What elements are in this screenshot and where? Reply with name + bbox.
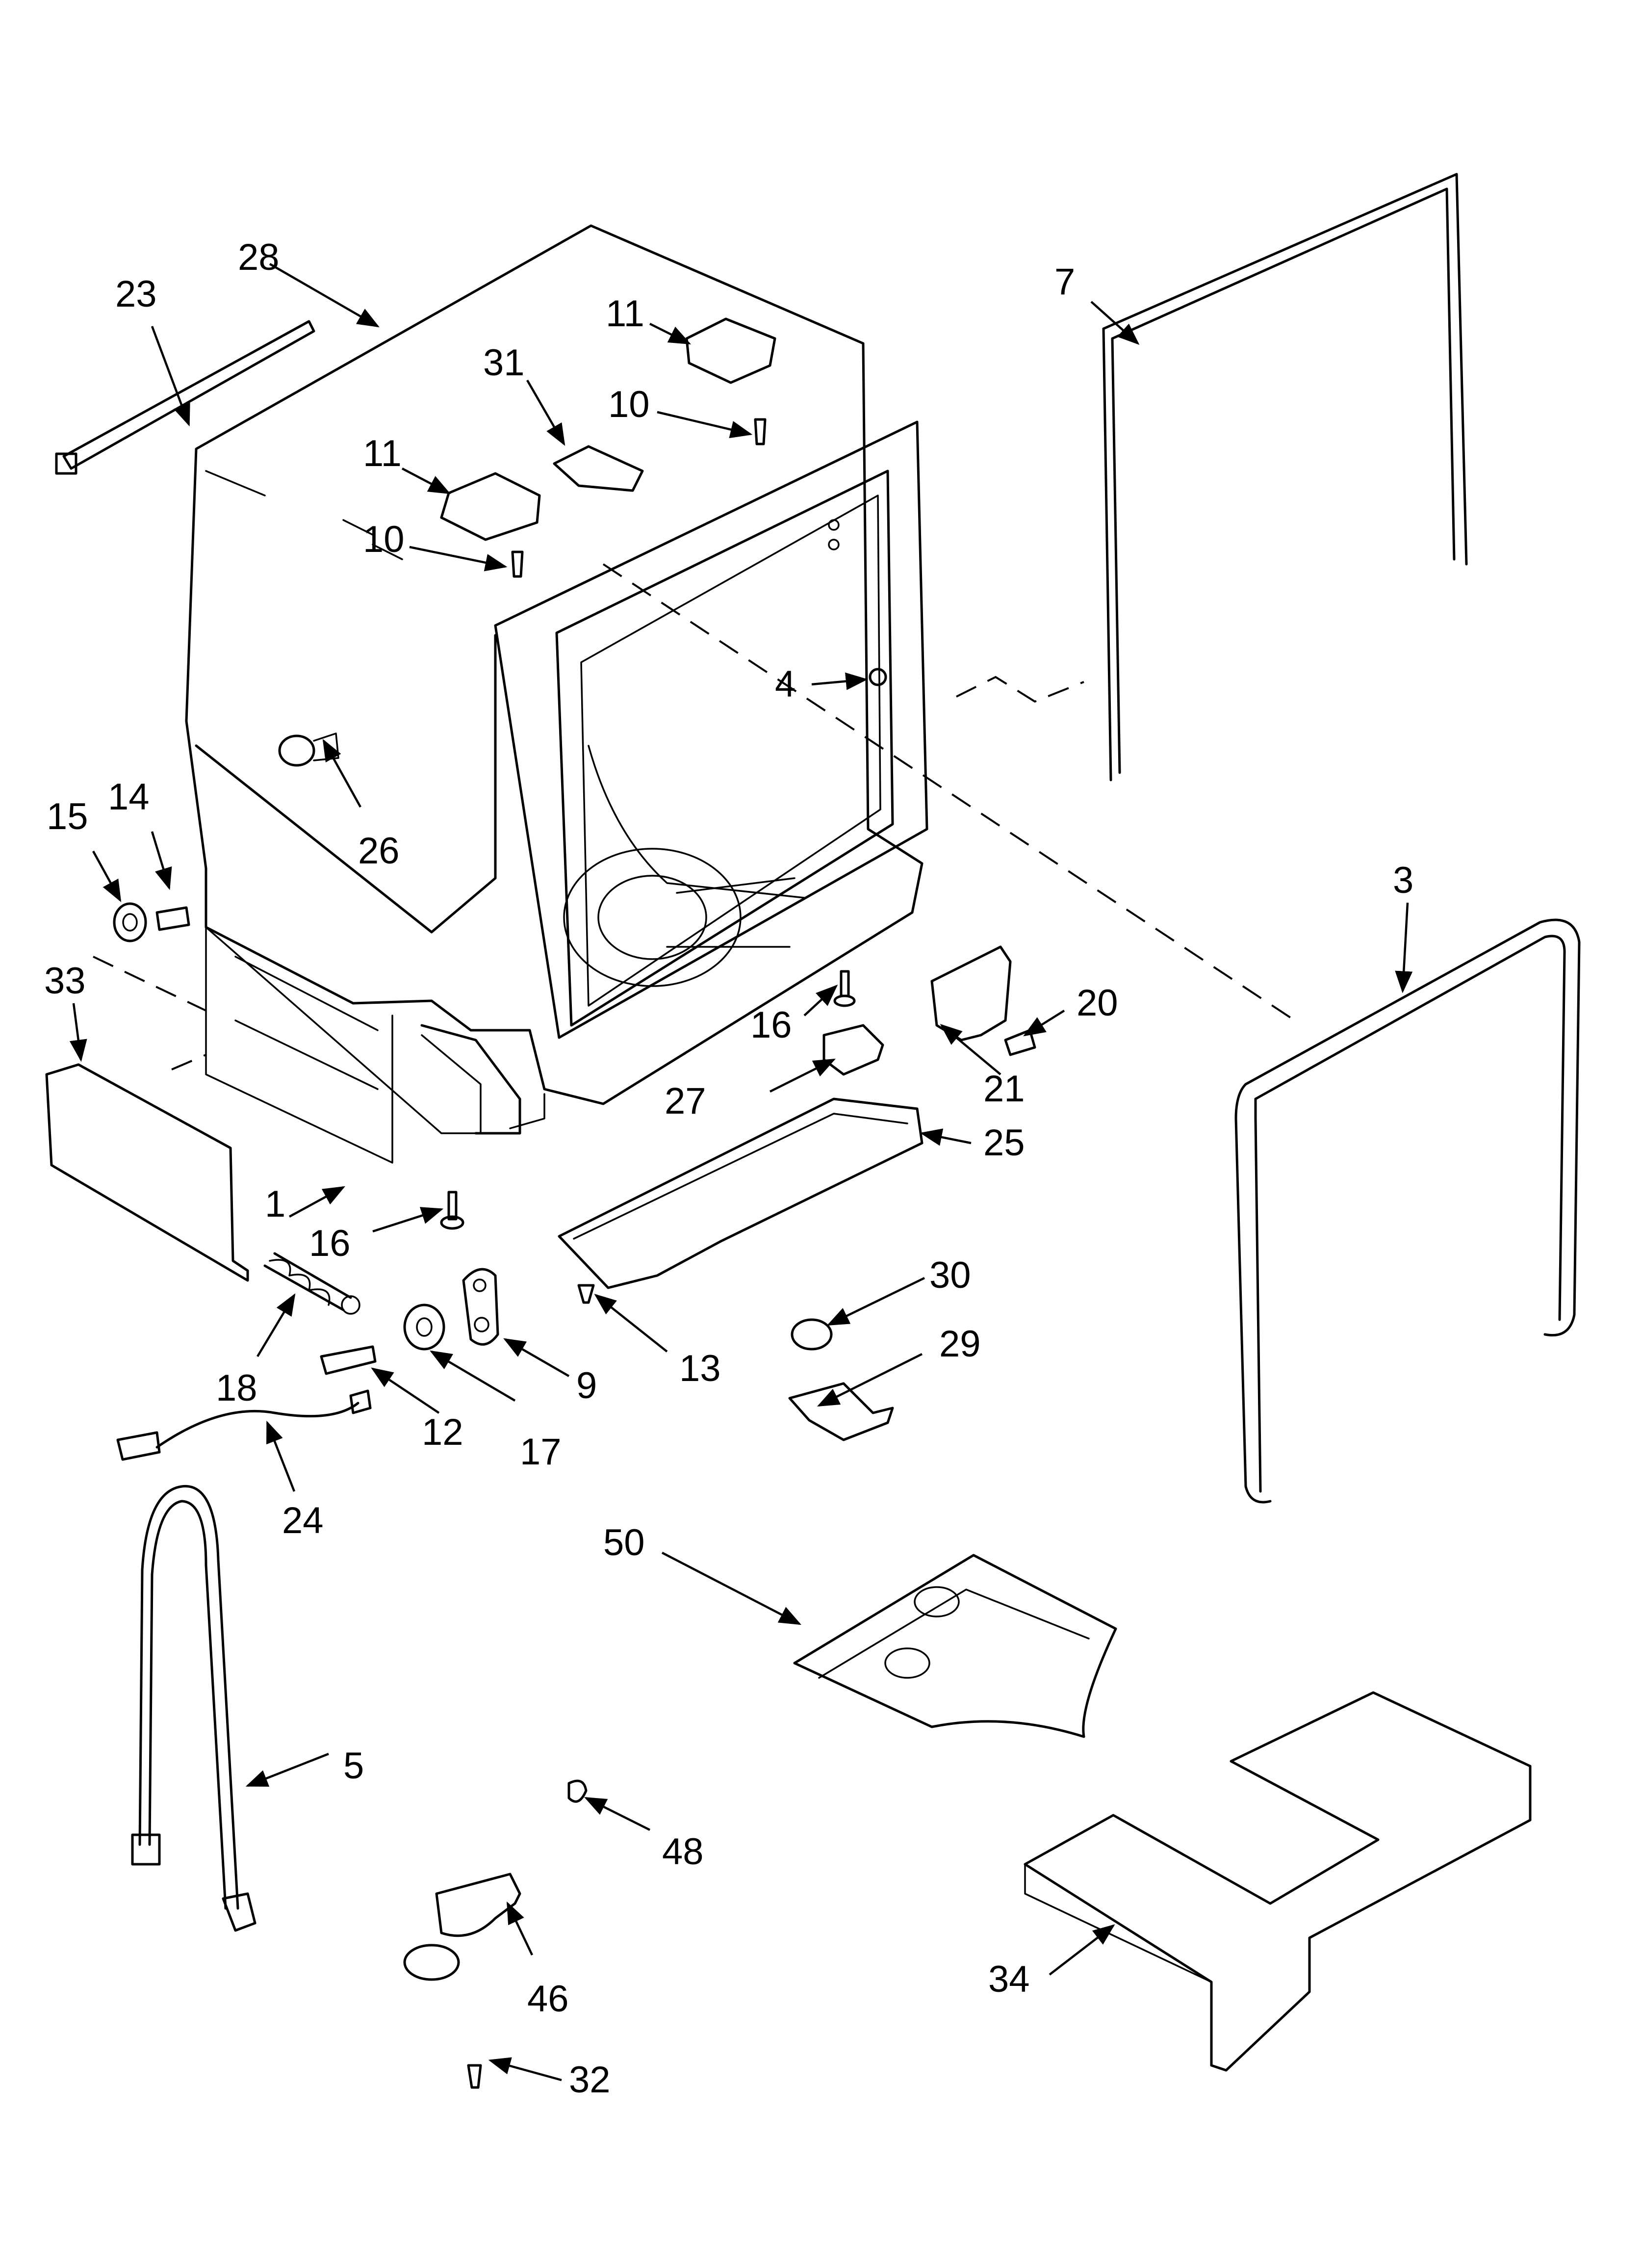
callout-13: 13 [679,1348,721,1389]
screw-20 [1004,1029,1036,1056]
callout-23: 23 [115,273,157,315]
tub-gasket-3 [1234,918,1581,1504]
frame-1 [205,921,393,1164]
callout-9: 9 [576,1365,597,1407]
bracket-9 [462,1268,499,1346]
callout-21: 21 [983,1068,1025,1110]
alignment-lines [93,563,1296,1070]
callout-26: 26 [358,830,400,872]
callout-31: 31 [483,342,525,384]
door-gasket-7 [1102,173,1468,782]
callout-16: 16 [309,1223,351,1264]
callout-34: 34 [988,1958,1030,2000]
screw-12 [320,1345,377,1375]
callout-50: 50 [603,1522,645,1564]
callout-29: 29 [939,1323,981,1365]
callout-18: 18 [216,1367,257,1409]
screw-10b [754,418,767,445]
callout-16: 16 [750,1004,792,1046]
callouts: 28 23 11 31 11 10 10 7 4 26 14 15 33 3 2… [44,236,1413,2101]
panel-33 [45,1063,249,1282]
bracket-29 [788,1382,894,1441]
shield-25 [558,1097,924,1289]
leveling-leg-16a [833,970,856,1007]
callout-11: 11 [606,293,644,335]
callout-1: 1 [265,1183,285,1225]
mounting-bracket-11b [685,317,776,384]
spring-18 [263,1252,360,1315]
callout-4: 4 [775,663,795,705]
parts-bag-50 [793,1554,1117,1738]
callout-46: 46 [527,1978,569,2020]
insulation-blanket-34 [1024,1691,1532,2072]
callout-7: 7 [1054,261,1075,303]
callout-14: 14 [108,776,150,818]
callout-11: 11 [363,433,402,474]
screw-10a [511,550,524,578]
screw-14 [155,906,190,931]
hose-connector-46 [403,1873,521,1981]
plug-4 [869,668,887,686]
mounting-bracket-11a [440,472,541,541]
thermostat-30 [791,1318,833,1351]
callout-28: 28 [238,236,280,278]
nut-15 [113,902,147,942]
callout-30: 30 [929,1254,971,1296]
callout-25: 25 [983,1122,1025,1164]
tub-assembly-28 [185,224,928,1135]
spacer-17 [403,1303,445,1351]
callout-10: 10 [363,519,405,560]
bracket-31 [553,445,644,492]
callout-20: 20 [1077,982,1118,1024]
callout-32: 32 [569,2059,611,2101]
callout-27: 27 [665,1080,706,1122]
screw-32 [467,2064,482,2089]
callout-17: 17 [520,1431,562,1473]
callout-48: 48 [662,1831,704,1873]
callout-10: 10 [608,384,650,425]
callout-12: 12 [422,1411,463,1453]
screw-13 [577,1284,595,1304]
cable-tie-23 [55,320,315,475]
hose-clamp-48 [567,1779,588,1803]
leader-lines [69,263,1413,2082]
callout-15: 15 [47,796,88,837]
power-cord-5 [131,1485,257,1932]
callout-5: 5 [343,1745,364,1787]
ground-wire-24 [116,1389,372,1461]
callout-24: 24 [282,1500,324,1541]
callout-33: 33 [44,960,86,1002]
leveling-leg-16b [440,1191,464,1230]
callout-3: 3 [1393,860,1413,901]
clip-27 [822,1024,884,1076]
